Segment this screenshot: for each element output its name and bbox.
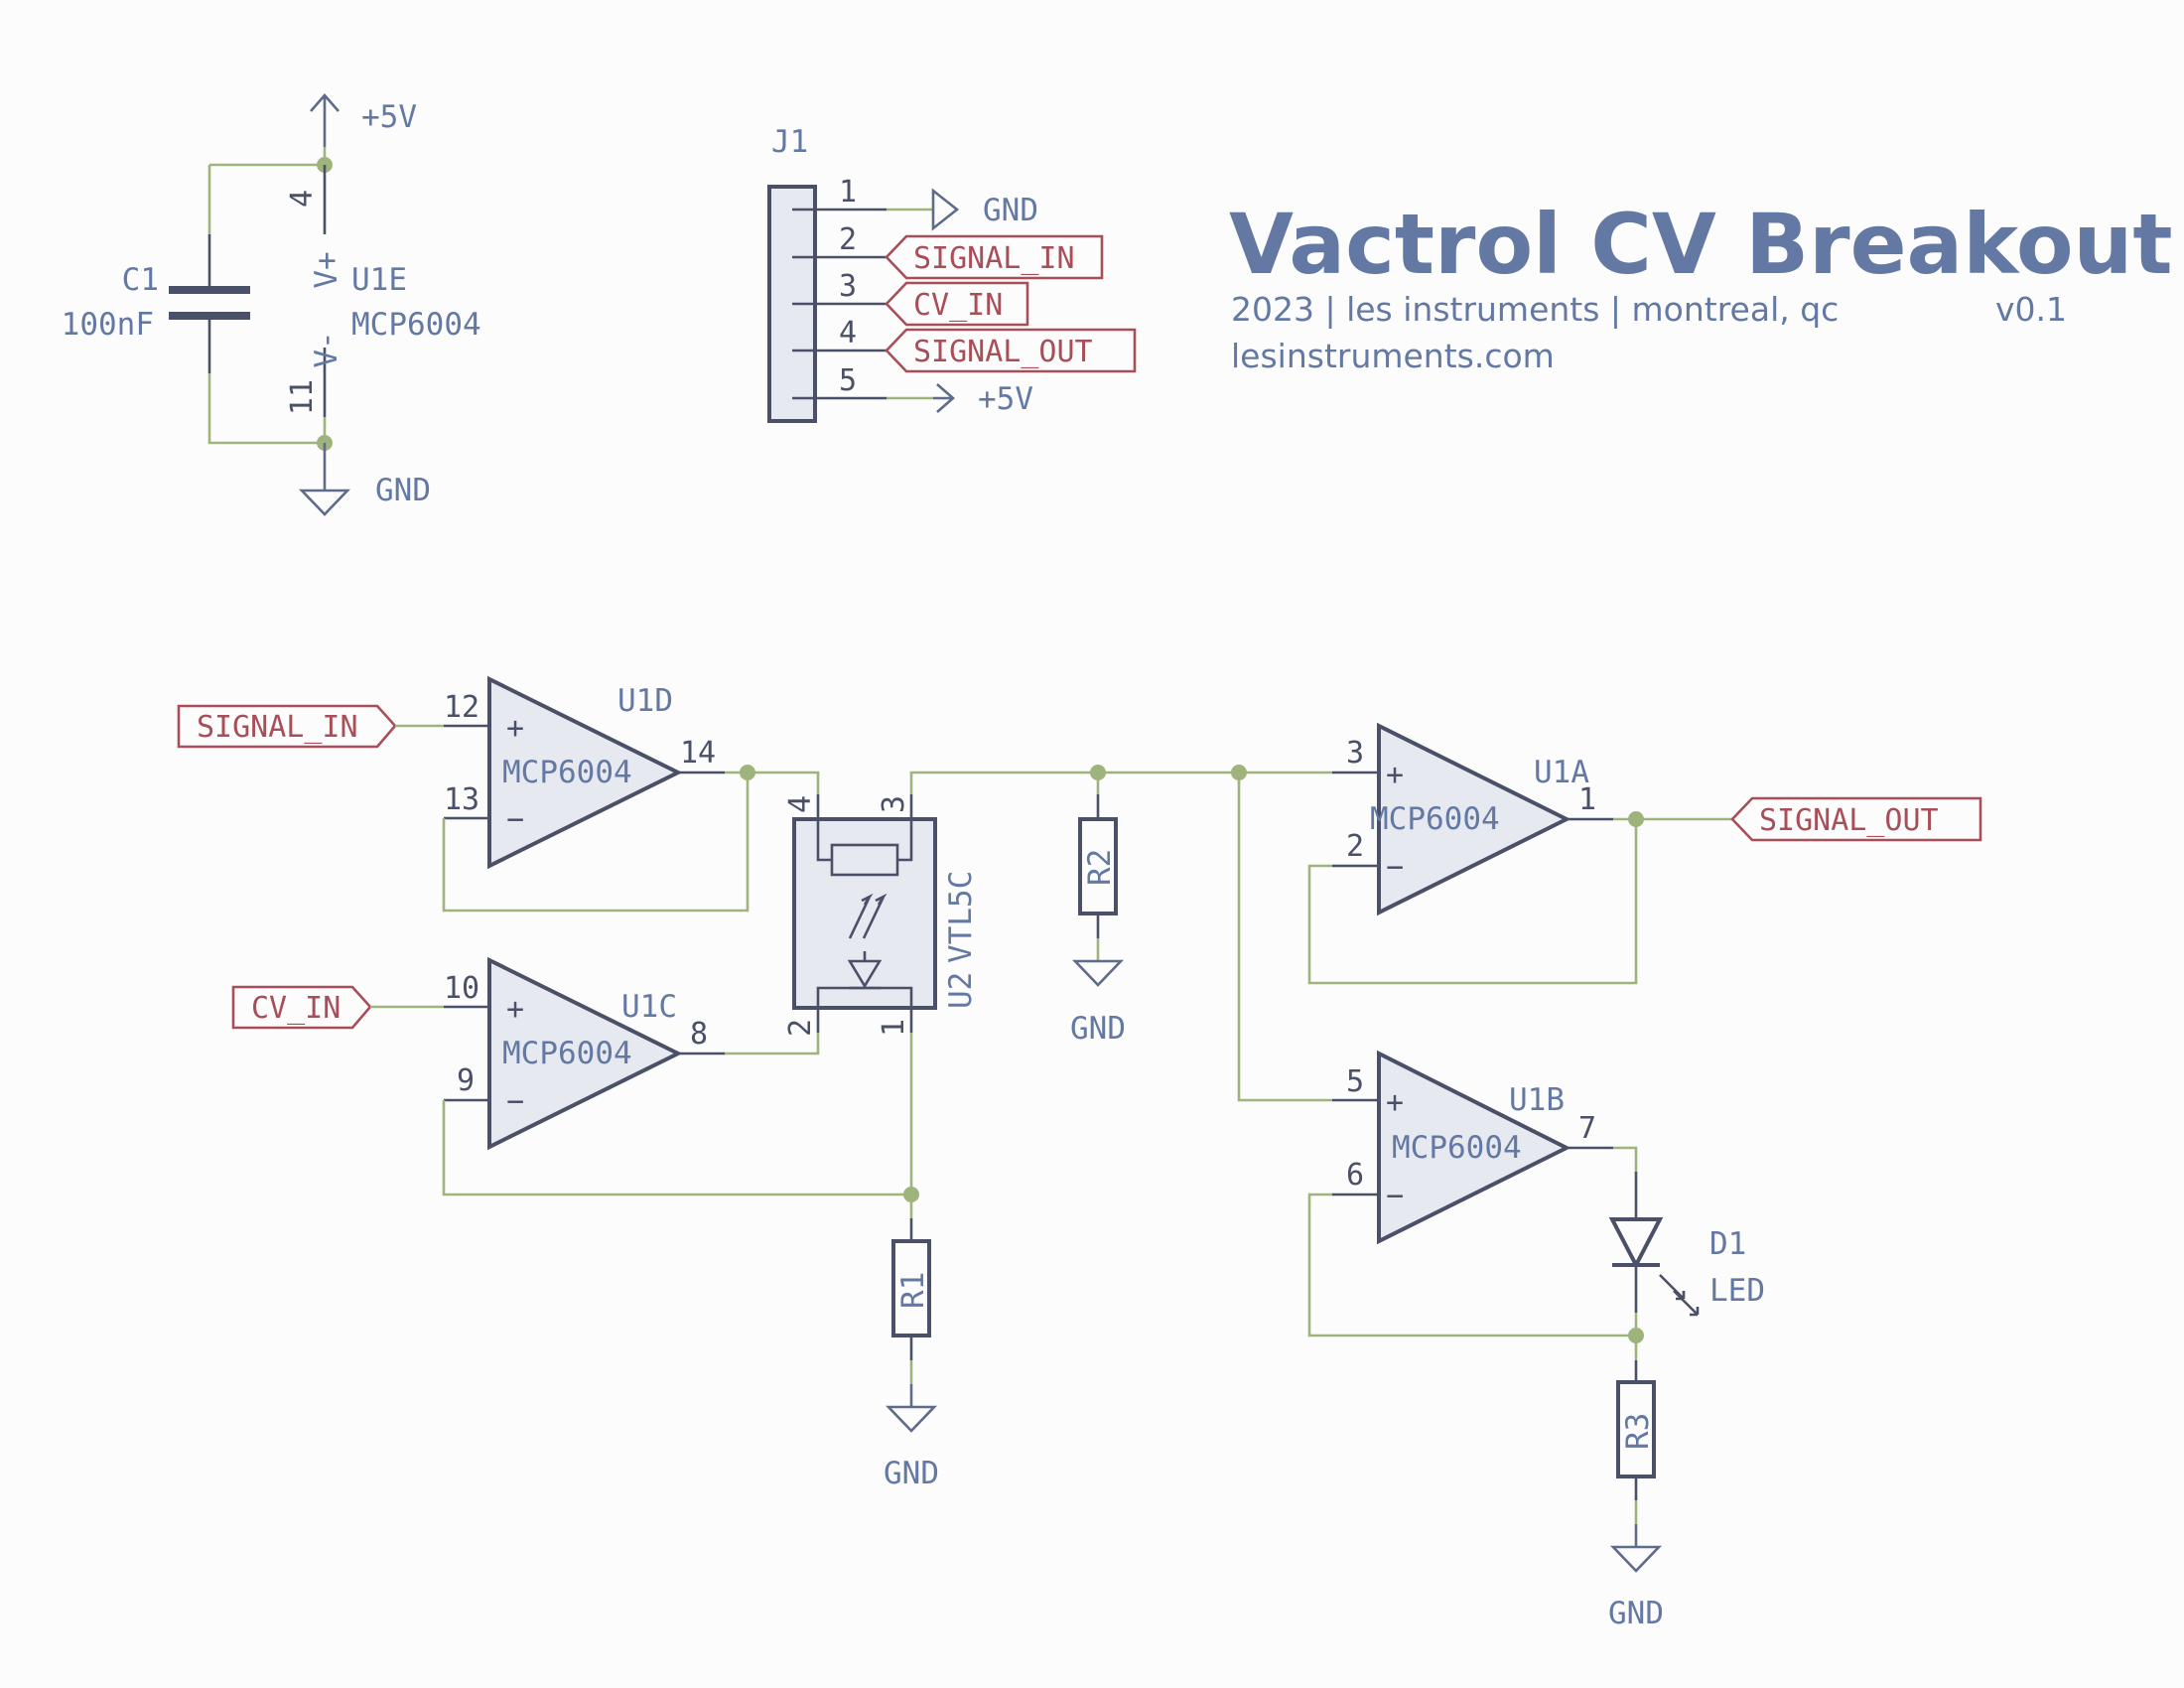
- u2-pin-4: 4: [783, 795, 818, 813]
- j1-net-cv-in: CV_IN: [913, 288, 1003, 323]
- u2-ref: U2: [943, 972, 979, 1009]
- u1a-plus: +: [1386, 758, 1404, 792]
- u1c-ref: U1C: [621, 989, 677, 1025]
- resistor-r1: R1 GND: [884, 1195, 939, 1491]
- u1e-vplus-label: V+: [309, 251, 344, 288]
- u1d-pin-out: 14: [680, 736, 716, 771]
- u1a-minus: −: [1386, 850, 1404, 885]
- j1-pin-1: 1: [839, 175, 857, 210]
- j1-ref: J1: [771, 124, 808, 160]
- u1c-minus: −: [506, 1084, 524, 1119]
- vcc-label: +5V: [361, 99, 417, 135]
- title-block: Vactrol CV Breakout 2023 | les instrumen…: [1229, 196, 2173, 375]
- u1b-plus: +: [1386, 1085, 1404, 1120]
- schematic-title: Vactrol CV Breakout: [1229, 196, 2173, 293]
- resistor-r3: R3 GND: [1608, 1336, 1664, 1631]
- u1b-pin-out: 7: [1578, 1111, 1596, 1146]
- u1b-pin-plus: 5: [1346, 1064, 1364, 1099]
- d1-value: LED: [1709, 1273, 1765, 1309]
- u1d-ref: U1D: [617, 683, 673, 719]
- gnd-symbol-power: GND: [298, 443, 431, 516]
- u1c-pin-minus: 9: [457, 1063, 475, 1098]
- capacitor-c1: C1 100nF: [62, 234, 250, 373]
- opamp-u1b: + − 5 6 7 U1B MCP6004: [1307, 1050, 1644, 1343]
- u1a-pin-minus: 2: [1346, 829, 1364, 864]
- r2-ref: R2: [1082, 849, 1118, 886]
- u1a-ref: U1A: [1534, 755, 1589, 790]
- vactrol-u2: 4 3 2 1 U2 VTL5C: [748, 771, 1098, 1202]
- power-section: +5V 4 11 V+ V- U1E MCP6004 C1 100nF GND: [62, 93, 481, 516]
- u1b-part: MCP6004: [1392, 1130, 1522, 1166]
- u1c-pin-out: 8: [690, 1017, 708, 1052]
- d1-ref: D1: [1709, 1226, 1746, 1262]
- connector-j1: J1 1 2 3 4 5 GND SIGNAL_IN CV_IN SIGNAL_…: [767, 124, 1137, 423]
- u2-part: VTL5C: [943, 871, 979, 963]
- r1-ref: R1: [895, 1272, 931, 1309]
- title-url: lesinstruments.com: [1231, 337, 1555, 375]
- j1-vcc-label: +5V: [978, 381, 1033, 417]
- u1d-input-net: SIGNAL_IN: [197, 710, 358, 745]
- u1e-vminus-label: V-: [309, 331, 344, 367]
- u1d-plus: +: [506, 711, 524, 746]
- r1-gnd-label: GND: [884, 1456, 939, 1491]
- c1-ref: C1: [122, 262, 159, 298]
- j1-gnd-label: GND: [983, 193, 1038, 228]
- j1-net-signal-in: SIGNAL_IN: [913, 241, 1075, 276]
- u1b-minus: −: [1386, 1179, 1404, 1213]
- u1e-pin-vplus: 4: [285, 190, 320, 208]
- c1-value: 100nF: [62, 307, 154, 343]
- title-version: v0.1: [1995, 290, 2067, 329]
- u1d-part: MCP6004: [502, 755, 632, 790]
- u1d-pin-plus: 12: [444, 690, 479, 725]
- opamp-u1a: + − 3 2 1 U1A MCP6004 SIGNAL_OUT: [1307, 722, 1982, 985]
- u1b-pin-minus: 6: [1346, 1158, 1364, 1193]
- u1c-plus: +: [506, 992, 524, 1027]
- u1a-part: MCP6004: [1370, 801, 1500, 837]
- title-info-line: 2023 | les instruments | montreal, qc: [1231, 290, 1839, 329]
- u1d-minus: −: [506, 802, 524, 837]
- u2-pin-1: 1: [877, 1019, 911, 1037]
- u1e-ref: U1E: [351, 262, 407, 298]
- r3-ref: R3: [1620, 1413, 1656, 1450]
- j1-net-signal-out: SIGNAL_OUT: [913, 335, 1093, 369]
- u1e-pin-vminus: 11: [285, 379, 320, 415]
- j1-pin-5: 5: [839, 363, 857, 398]
- gnd-label-power: GND: [375, 473, 431, 508]
- u1b-ref: U1B: [1509, 1082, 1565, 1118]
- r3-gnd-label: GND: [1608, 1596, 1664, 1631]
- u1e-part: MCP6004: [351, 307, 481, 343]
- u1a-pin-out: 1: [1578, 782, 1596, 817]
- opamp-u1c: CV_IN + − 10 9 8 U1C MCP6004: [231, 956, 911, 1196]
- j1-pin-3: 3: [839, 269, 857, 304]
- u1a-output-net: SIGNAL_OUT: [1759, 803, 1939, 838]
- u1a-pin-plus: 3: [1346, 736, 1364, 771]
- u1c-input-net: CV_IN: [251, 991, 341, 1026]
- vcc-symbol: +5V: [310, 93, 417, 147]
- u2-pin-3: 3: [877, 795, 911, 813]
- u1c-part: MCP6004: [502, 1036, 632, 1071]
- j1-pin-4: 4: [839, 316, 857, 351]
- led-d1: D1 LED: [1608, 1172, 1765, 1317]
- opamp-u1d: SIGNAL_IN + − 12 13 14 U1D MCP6004: [177, 675, 755, 913]
- j1-pin-2: 2: [839, 222, 857, 257]
- r2-gnd-label: GND: [1070, 1011, 1126, 1047]
- u1c-pin-plus: 10: [444, 971, 479, 1006]
- u2-pin-2: 2: [783, 1019, 818, 1037]
- resistor-r2: R2 GND: [1070, 765, 1126, 1047]
- u1d-pin-minus: 13: [444, 782, 479, 817]
